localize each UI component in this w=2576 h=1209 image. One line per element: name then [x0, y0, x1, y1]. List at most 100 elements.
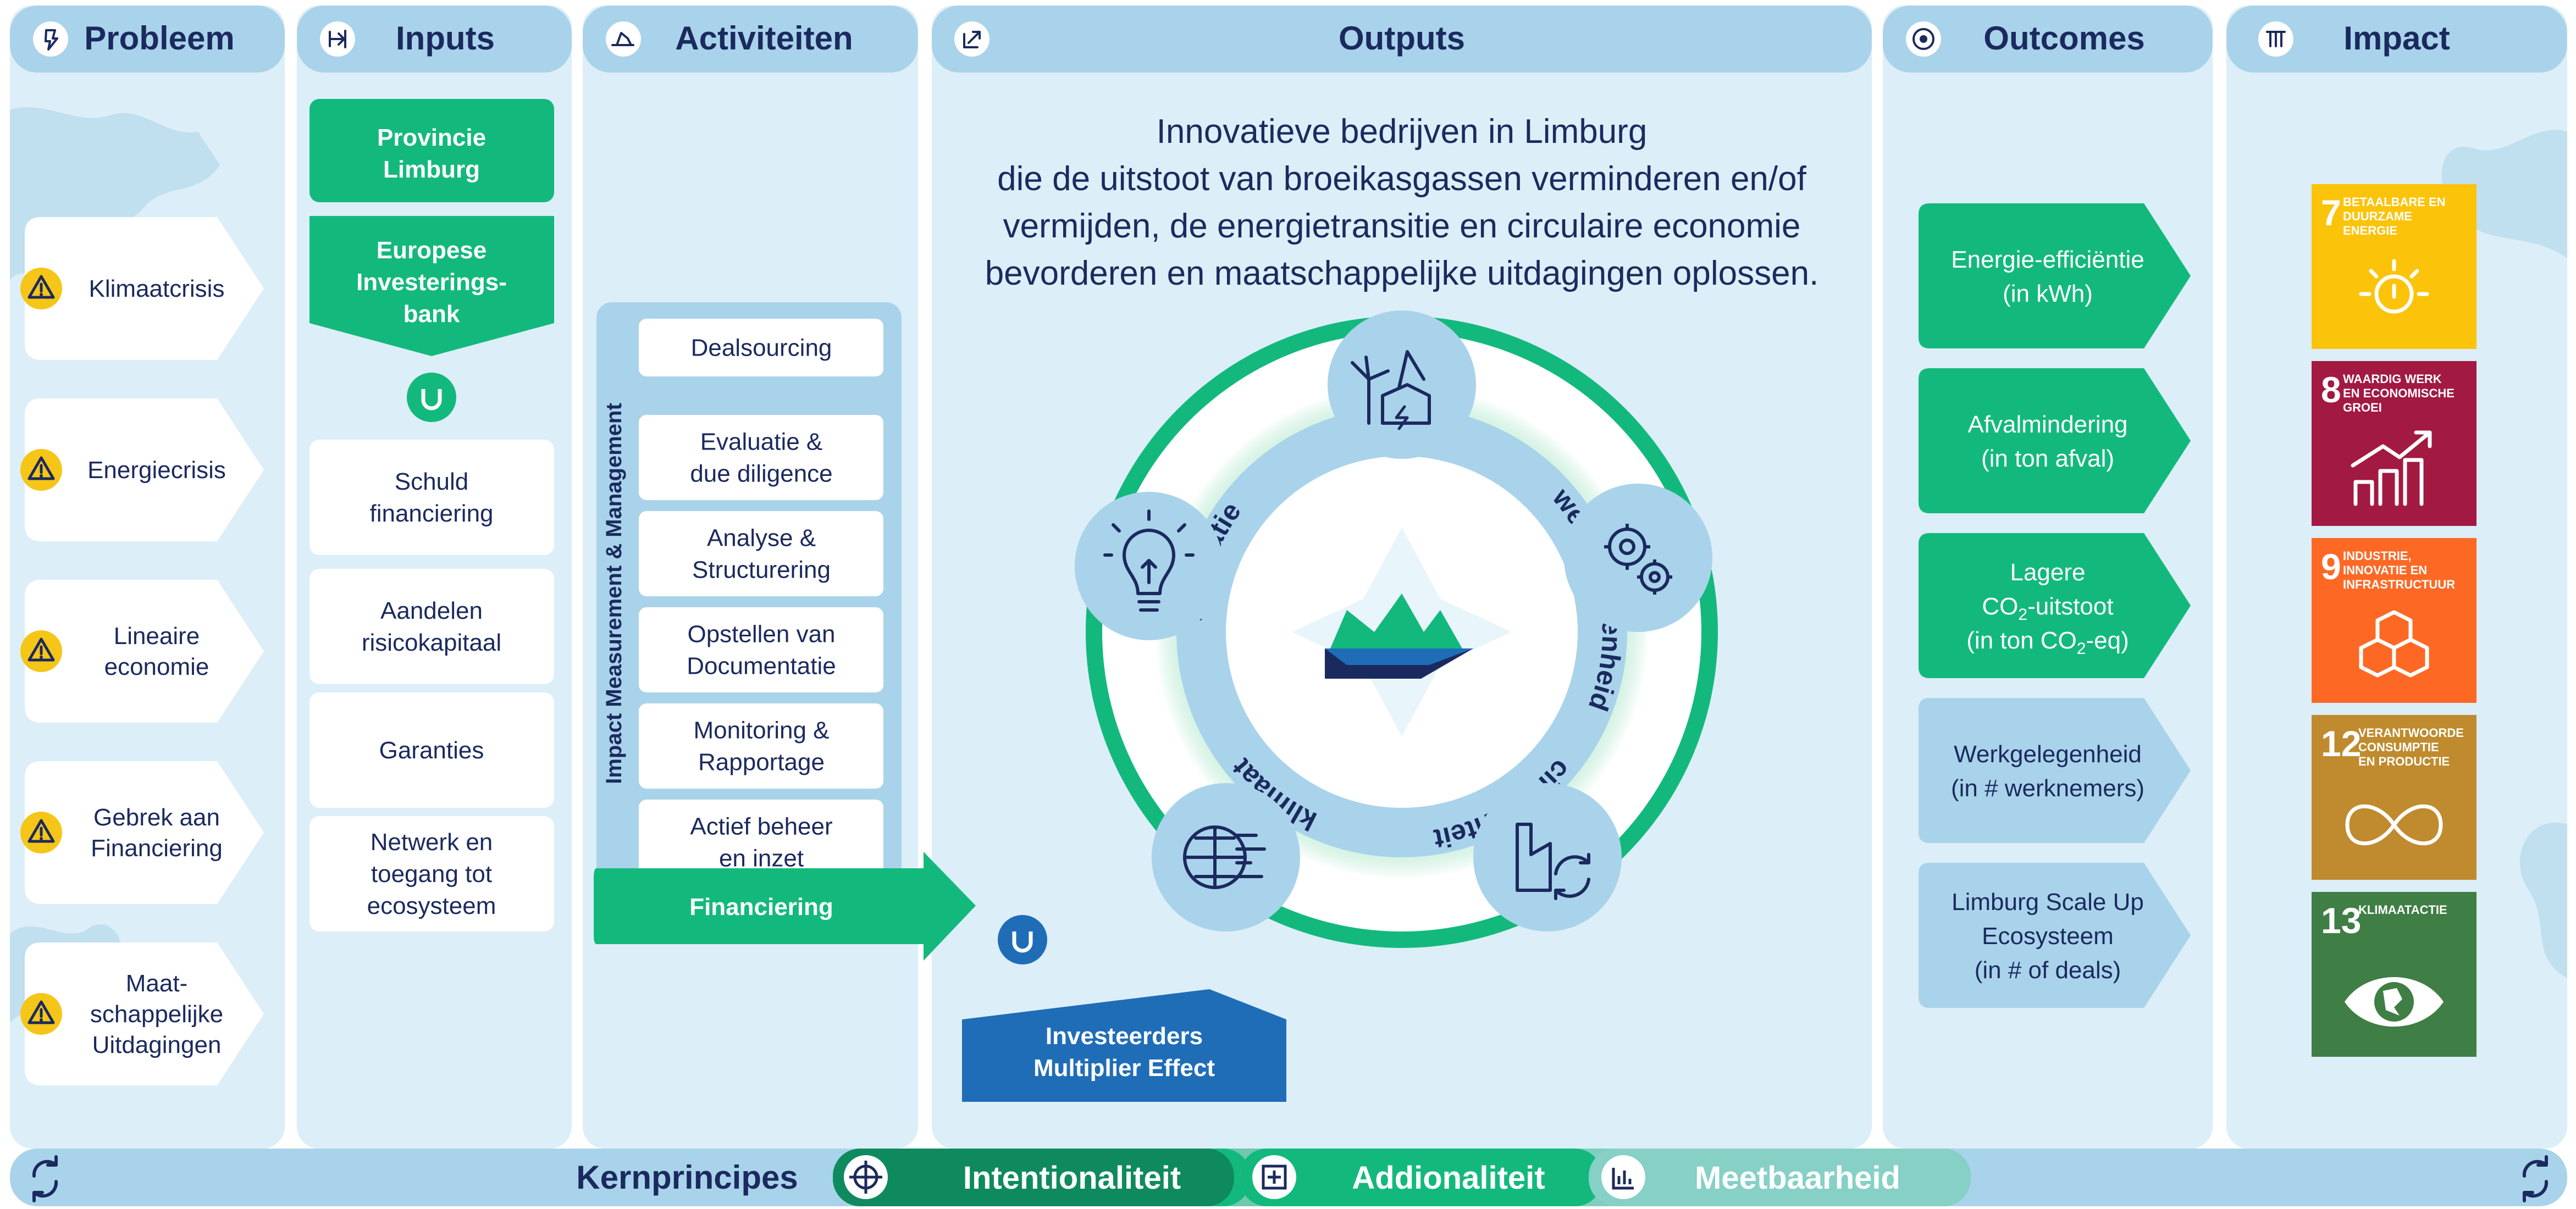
cycle-icon-right: [2522, 1155, 2549, 1202]
enter-icon: [329, 30, 346, 48]
globe-chart-icon: [1183, 825, 1266, 889]
financiering-label: Financiering: [689, 894, 833, 920]
sdg-number: 7: [2321, 192, 2341, 233]
gears-icon: [1604, 524, 1672, 595]
probleem-item: Energiecrisis: [20, 398, 264, 541]
werkgelegenheid-node: [1564, 484, 1712, 632]
outcome-label: Afvalmindering(in ton afval): [1967, 411, 2127, 472]
warning-icon: [20, 993, 62, 1035]
bolt-icon: [45, 29, 58, 51]
infinity-icon: [2345, 804, 2443, 846]
header-outputs: Outputs: [932, 5, 1872, 73]
header-activiteiten: Activiteiten: [583, 5, 918, 73]
header-probleem: Probleem: [10, 5, 285, 73]
outputs-title: Outputs: [1339, 20, 1465, 57]
outcome-item: Afvalmindering(in ton afval): [1919, 368, 2191, 513]
outcome-item: Werkgelegenheid(in # werknemers): [1919, 698, 2191, 843]
klimaat-node: [1152, 783, 1300, 931]
header-outcomes: Outcomes: [1883, 5, 2213, 73]
impact-measurement-label: Impact Measurement & Management: [602, 403, 626, 784]
activiteit-label: Monitoring &Rapportage: [693, 717, 829, 776]
probleem-title: Probleem: [84, 20, 234, 57]
kernprincipes-label: Kernprincipes: [576, 1159, 798, 1196]
input-label: Garanties: [379, 737, 484, 764]
sdg-label: KLIMAATACTIE: [2358, 903, 2447, 917]
cubes-icon: [2359, 610, 2429, 678]
sdg-number: 12: [2321, 723, 2361, 764]
activiteit-label: Analyse &Structurering: [692, 525, 831, 584]
growth-chart-icon: [2351, 430, 2432, 506]
circulariteit-node: [1473, 783, 1622, 931]
warning-icon: [20, 630, 62, 672]
export-icon: [963, 31, 981, 48]
probleem-item: Klimaatcrisis: [20, 217, 264, 360]
earth-eye-icon: [2345, 977, 2444, 1027]
wind-solar-icon: [1351, 350, 1431, 430]
activiteiten-block: Impact Measurement & Management Dealsour…: [594, 302, 976, 961]
probleem-label: Energiecrisis: [87, 457, 226, 484]
footer-bar: Kernprincipes Intentionaliteit Addionali…: [10, 1149, 2567, 1206]
investeerders-magnet-icon: [998, 915, 1047, 964]
add-square-icon: [1252, 1155, 1296, 1199]
cradle-icon: [2266, 31, 2286, 47]
outputs-text-line: vermijden, de energietransitie en circul…: [1003, 207, 1801, 245]
cycle-icon-left: [32, 1155, 58, 1202]
outcomes-title: Outcomes: [1983, 20, 2144, 57]
activiteit-item: Evaluatie &due diligence: [639, 415, 883, 500]
activity-icon: [611, 32, 634, 46]
sun-power-icon: [2359, 259, 2429, 314]
principle-intentionaliteit: Intentionaliteit: [963, 1160, 1181, 1196]
financiering-arrow: Financiering: [594, 852, 976, 961]
probleem-label: Klimaatcrisis: [89, 275, 225, 302]
input-item: Garanties: [309, 692, 554, 808]
activiteit-item: Monitoring &Rapportage: [639, 703, 883, 789]
warning-icon: [20, 268, 62, 309]
sdg-number: 13: [2321, 900, 2361, 941]
outcome-item: Energie-efficiëntie(in kWh): [1919, 203, 2191, 348]
activiteit-label: Dealsourcing: [691, 335, 832, 362]
impact-title: Impact: [2343, 20, 2450, 57]
magnet-icon: [407, 373, 456, 422]
energy-node: [1328, 310, 1476, 459]
activiteit-label: Evaluatie &due diligence: [690, 429, 832, 487]
header-inputs: Inputs: [297, 5, 572, 73]
principle-addionaliteit: Addionaliteit: [1352, 1160, 1545, 1196]
outcomes-list: Energie-efficiëntie(in kWh) Afvalminderin…: [1919, 203, 2191, 1008]
circular-factory-icon: [1516, 823, 1590, 900]
outputs-text-line: Innovatieve bedrijven in Limburg: [1157, 113, 1648, 151]
crosshair-icon: [844, 1155, 888, 1199]
